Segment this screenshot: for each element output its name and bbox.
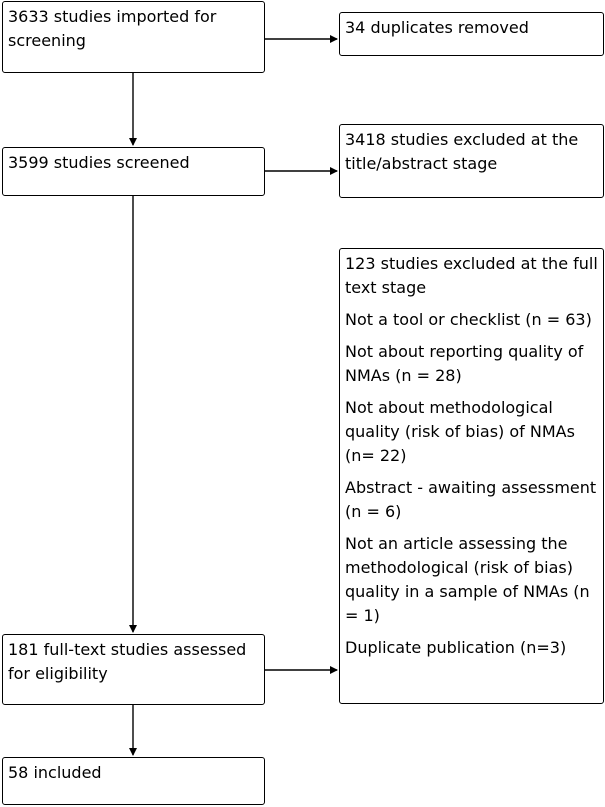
fulltext-box: 181 full-text studies assessed for eligi… bbox=[2, 634, 265, 705]
exclusion-reason: Not an article assessing the methodologi… bbox=[345, 534, 590, 625]
exclusion-reason: Not about reporting quality of NMAs (n =… bbox=[345, 342, 584, 385]
screened-text: 3599 studies screened bbox=[8, 153, 190, 172]
exclusion-reason: Not about methodological quality (risk o… bbox=[345, 398, 575, 465]
excluded-title-text: 3418 studies excluded at the title/abstr… bbox=[345, 130, 579, 173]
excluded-fulltext-box: 123 studies excluded at the full text st… bbox=[339, 248, 604, 704]
included-box: 58 included bbox=[2, 757, 265, 805]
screened-box: 3599 studies screened bbox=[2, 147, 265, 196]
exclusion-reason: Abstract - awaiting assessment (n = 6) bbox=[345, 478, 597, 521]
duplicates-text: 34 duplicates removed bbox=[345, 18, 529, 37]
exclusion-reason: Duplicate publication (n=3) bbox=[345, 638, 567, 657]
excluded-fulltext-heading: 123 studies excluded at the full text st… bbox=[345, 254, 598, 297]
duplicates-box: 34 duplicates removed bbox=[339, 12, 604, 56]
imported-box: 3633 studies imported for screening bbox=[2, 1, 265, 73]
imported-text: 3633 studies imported for screening bbox=[8, 7, 217, 50]
fulltext-text: 181 full-text studies assessed for eligi… bbox=[8, 640, 247, 683]
exclusion-reason: Not a tool or checklist (n = 63) bbox=[345, 310, 592, 329]
included-text: 58 included bbox=[8, 763, 102, 782]
excluded-title-box: 3418 studies excluded at the title/abstr… bbox=[339, 124, 604, 198]
